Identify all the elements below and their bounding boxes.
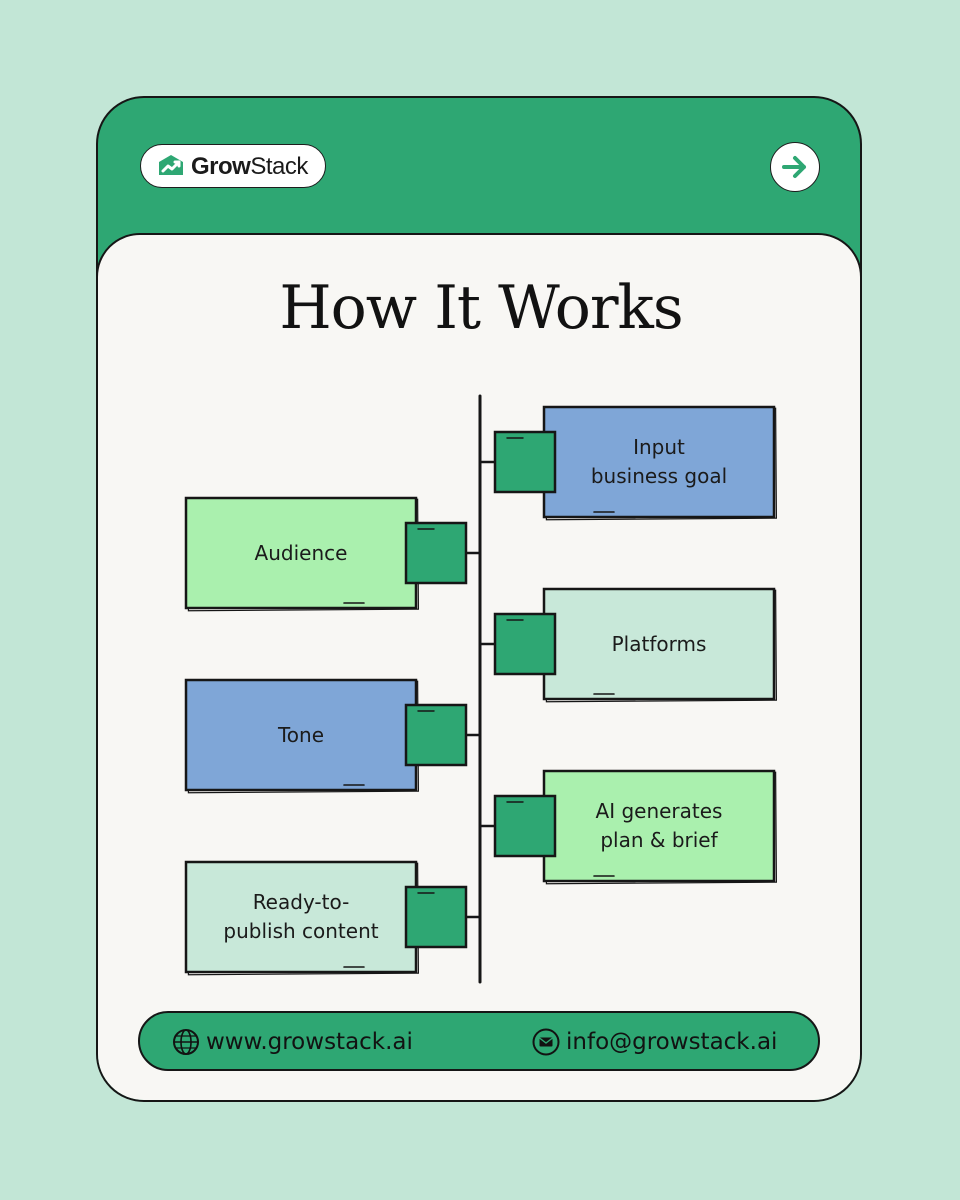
step-box-audience [184, 496, 418, 610]
step-box-input-business-goal [542, 405, 776, 519]
email-link[interactable]: info@growstack.ai [532, 1027, 777, 1057]
brand-name-stack: Stack [250, 153, 308, 180]
next-button[interactable] [770, 142, 820, 192]
step-label-audience: Audience [254, 540, 348, 565]
step-label-platforms: Platforms [611, 631, 707, 656]
step-label-ai-generates: AI generates plan & brief [595, 799, 723, 852]
growstack-logo-icon [159, 155, 183, 175]
connector-square-audience [404, 521, 468, 585]
footer-bar: www.growstack.ai info@growstack.ai [138, 1011, 820, 1071]
step-box-platforms [542, 587, 776, 701]
globe-icon [173, 1029, 199, 1055]
step-label-tone: Tone [277, 722, 325, 747]
mail-icon [532, 1028, 560, 1056]
step-label-ready-to-publish: Ready-to- publish content [223, 890, 379, 943]
step-box-ai-generates [542, 769, 776, 883]
page-title: How It Works [279, 273, 683, 343]
step-label-input-business-goal: Input business goal [590, 435, 728, 488]
connector-square-ai-generates [493, 794, 557, 858]
connector-square-platforms [493, 612, 557, 676]
brand-name-grow: Grow [191, 153, 251, 180]
connector-square-ready-to-publish [404, 885, 468, 949]
brand-name: GrowStack [191, 153, 308, 181]
website-link[interactable]: www.growstack.ai [172, 1027, 413, 1057]
brand-logo[interactable]: GrowStack [140, 144, 326, 188]
arrow-right-icon [782, 156, 806, 178]
website-text: www.growstack.ai [206, 1029, 413, 1055]
connector-square-input-business-goal [493, 430, 557, 494]
email-text: info@growstack.ai [566, 1029, 778, 1055]
connector-square-tone [404, 703, 468, 767]
